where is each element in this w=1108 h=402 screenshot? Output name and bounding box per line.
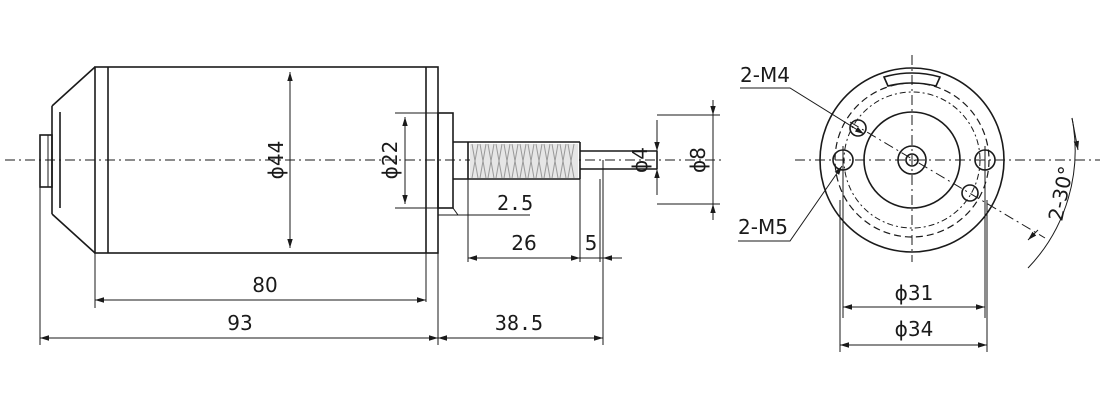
rear-cone — [51, 66, 96, 254]
hidden-circle — [834, 82, 990, 238]
shaft-circle — [897, 145, 927, 175]
label-worm-offset: 2.5 — [497, 191, 533, 215]
flange-circle — [863, 111, 961, 209]
label-pcd-inner: ϕ31 — [895, 281, 934, 305]
label-body-diameter: ϕ44 — [264, 141, 288, 180]
label-body-length: 80 — [252, 273, 277, 297]
shaft-hole — [905, 153, 919, 167]
label-shaft-diameter: ϕ4 — [628, 147, 652, 173]
worm-shaft — [453, 141, 581, 180]
hole-m4-lower — [961, 184, 979, 202]
angle-arc — [1027, 117, 1076, 269]
hole-m4-upper — [849, 119, 867, 137]
label-hole-m5: 2-M5 — [738, 215, 788, 239]
top-slot — [882, 72, 942, 87]
label-hole-m4: 2-M4 — [740, 63, 790, 87]
label-shaft-tip: 5 — [585, 231, 598, 255]
end-view: 2-M4 2-M5 2-30° ϕ31 ϕ34 — [738, 55, 1100, 352]
label-pcd-outer: ϕ34 — [895, 317, 934, 341]
leader-m4 — [740, 87, 865, 135]
side-view: ϕ44 ϕ22 ϕ4 ϕ8 2.5 26 5 80 93 38.5 — [5, 66, 722, 345]
label-overall-length: 93 — [227, 311, 252, 335]
label-flange-diameter: ϕ22 — [378, 141, 402, 180]
label-worm-length: 26 — [511, 231, 536, 255]
rear-cap — [39, 134, 53, 188]
outer-circle — [819, 67, 1005, 253]
front-flange — [437, 112, 454, 209]
label-worm-diameter: ϕ8 — [686, 147, 710, 173]
label-angle: 2-30° — [1043, 164, 1078, 223]
leader-m5 — [738, 165, 843, 242]
label-shaft-length: 38.5 — [495, 311, 543, 335]
worm-thread — [470, 143, 578, 179]
